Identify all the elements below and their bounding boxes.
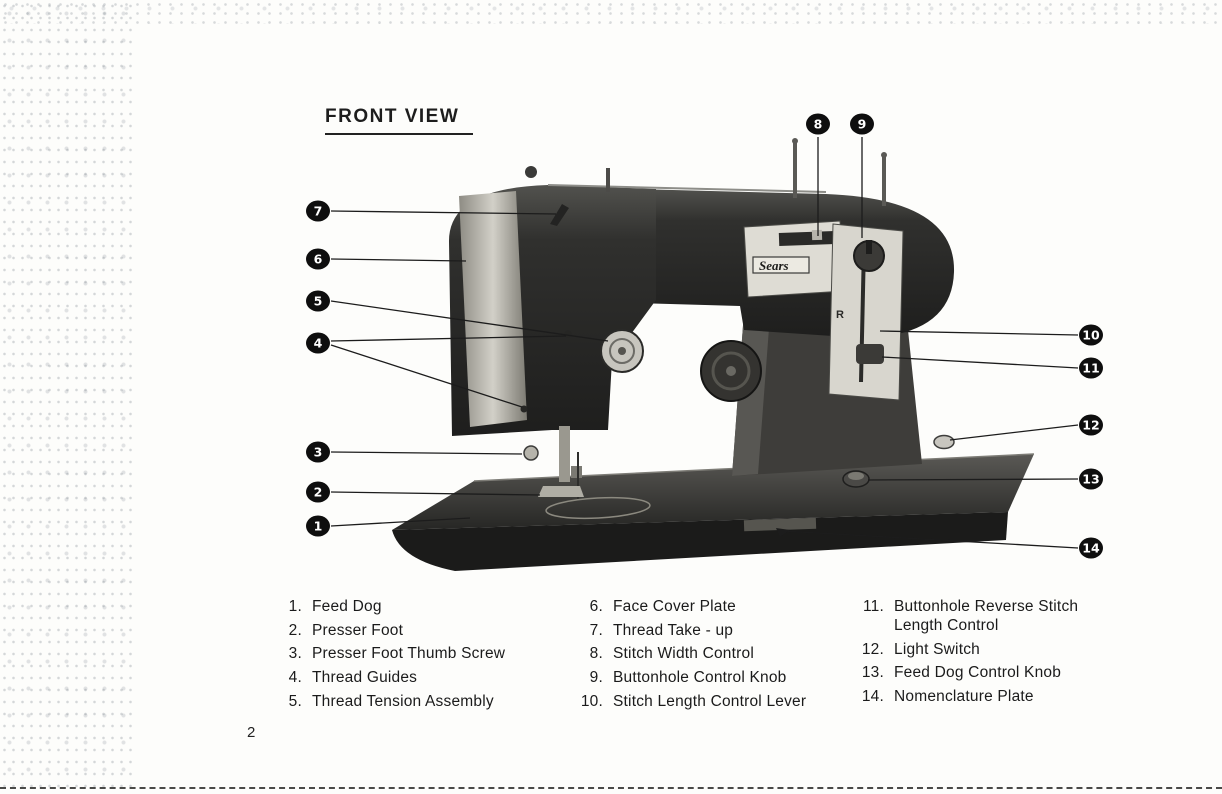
legend-item: 10. Stitch Length Control Lever (573, 692, 848, 711)
legend-item-number: 11. (863, 598, 884, 615)
nomenclature-plate (743, 517, 817, 532)
presser-foot-thumb-screw (523, 445, 539, 461)
legend-item-label: Presser Foot (312, 621, 404, 639)
legend-item: 7. Thread Take - up (573, 621, 848, 640)
legend-item-number: 1. (288, 598, 302, 615)
callout-badge-3: 3 (306, 441, 330, 463)
legend-item: 6. Face Cover Plate (573, 597, 848, 616)
legend-item-number: 12. (861, 640, 884, 658)
legend-item-label: Light Switch (894, 640, 980, 658)
needle-plate (545, 496, 651, 520)
legend-item-label: Buttonhole Reverse Stitch Length Control (894, 598, 1079, 634)
legend-item: 14. Nomenclature Plate (854, 687, 1109, 706)
legend-item-number: 8. (589, 645, 603, 663)
legend-item-label: Stitch Width Control (613, 645, 754, 663)
legend-item-number: 4. (288, 669, 302, 687)
legend-column-3: 11. Buttonhole Reverse Stitch Length Con… (854, 597, 1109, 711)
callout-badge-8: 8 (806, 113, 830, 135)
legend-item: 11. Buttonhole Reverse Stitch Length Con… (854, 597, 1109, 635)
motor-cover (700, 340, 762, 402)
callout-badge-2: 2 (306, 481, 330, 503)
legend-item-label: Face Cover Plate (613, 598, 736, 615)
brand-label: Sears (759, 258, 789, 273)
legend-item: 12. Light Switch (854, 640, 1109, 659)
legend-item-number: 7. (589, 621, 603, 639)
page-bottom-rule (0, 787, 1222, 789)
legend-item: 3. Presser Foot Thumb Screw (272, 644, 542, 663)
legend-item-number: 14. (861, 688, 884, 706)
legend-item-label: Nomenclature Plate (894, 688, 1034, 706)
callout-badge-5: 5 (306, 290, 330, 312)
callout-badge-13: 13 (1079, 468, 1103, 490)
legend-column-1: 1. Feed Dog 2. Presser Foot 3. Presser F… (272, 597, 542, 715)
presser-foot (538, 486, 584, 497)
legend-item: 13. Feed Dog Control Knob (854, 663, 1109, 682)
top-highlight (547, 184, 827, 193)
callout-badge-12: 12 (1079, 414, 1103, 436)
legend-item-number: 5. (288, 692, 302, 710)
leader-arrowhead-14 (776, 528, 790, 537)
legend-item-label: Presser Foot Thumb Screw (312, 645, 506, 663)
machine-bed (392, 453, 1035, 571)
feed-dog-control-knob (842, 470, 870, 488)
legend-item-number: 6. (589, 598, 603, 615)
callout-badge-10: 10 (1079, 324, 1103, 346)
legend-column-2: 6. Face Cover Plate 7. Thread Take - up … (573, 597, 848, 715)
legend-item-label: Thread Tension Assembly (312, 692, 494, 710)
callout-badge-1: 1 (306, 515, 330, 537)
legend-item: 1. Feed Dog (272, 597, 542, 616)
stitch-length-control-lever (856, 344, 884, 364)
stitch-width-control (778, 231, 836, 246)
legend-item-number: 2. (288, 621, 302, 639)
legend-item-label: Feed Dog (312, 598, 382, 615)
thread-take-up (550, 204, 569, 226)
legend-item: 9. Buttonhole Control Knob (573, 668, 848, 687)
legend-item-number: 13. (861, 664, 884, 682)
presser-foot-area (523, 426, 651, 520)
callout-badge-9: 9 (850, 113, 874, 135)
callout-badge-7: 7 (306, 200, 330, 222)
legend-item-label: Stitch Length Control Lever (613, 692, 807, 710)
legend-item: 2. Presser Foot (272, 621, 542, 640)
legend-item-label: Buttonhole Control Knob (613, 669, 787, 687)
spool-pins (525, 138, 887, 206)
face-cover-plate (459, 191, 527, 427)
section-title: FRONT VIEW (325, 106, 474, 135)
page-number: 2 (247, 724, 256, 741)
callout-badge-14: 14 (1079, 537, 1103, 559)
legend-item-number: 3. (288, 645, 302, 663)
reverse-marking: R (836, 309, 844, 321)
legend-item-number: 9. (589, 669, 603, 687)
pillar-control-panel: R (828, 223, 904, 401)
legend-item-number: 10. (580, 692, 603, 710)
legend-item: 5. Thread Tension Assembly (272, 692, 542, 711)
callout-badge-11: 11 (1079, 357, 1103, 379)
legend-item: 4. Thread Guides (272, 668, 542, 687)
legend-item: 8. Stitch Width Control (573, 644, 848, 663)
legend-item-label: Feed Dog Control Knob (894, 664, 1062, 682)
stitch-width-panel: Sears (743, 220, 846, 298)
callout-leader-lines (330, 137, 1079, 549)
thread-tension-assembly (600, 329, 644, 373)
callout-badge-4: 4 (306, 332, 330, 354)
callout-badge-6: 6 (306, 248, 330, 270)
brand-plate (752, 256, 810, 274)
legend-item-label: Thread Take - up (613, 621, 734, 639)
legend-item-label: Thread Guides (312, 669, 418, 687)
light-switch (933, 434, 955, 450)
